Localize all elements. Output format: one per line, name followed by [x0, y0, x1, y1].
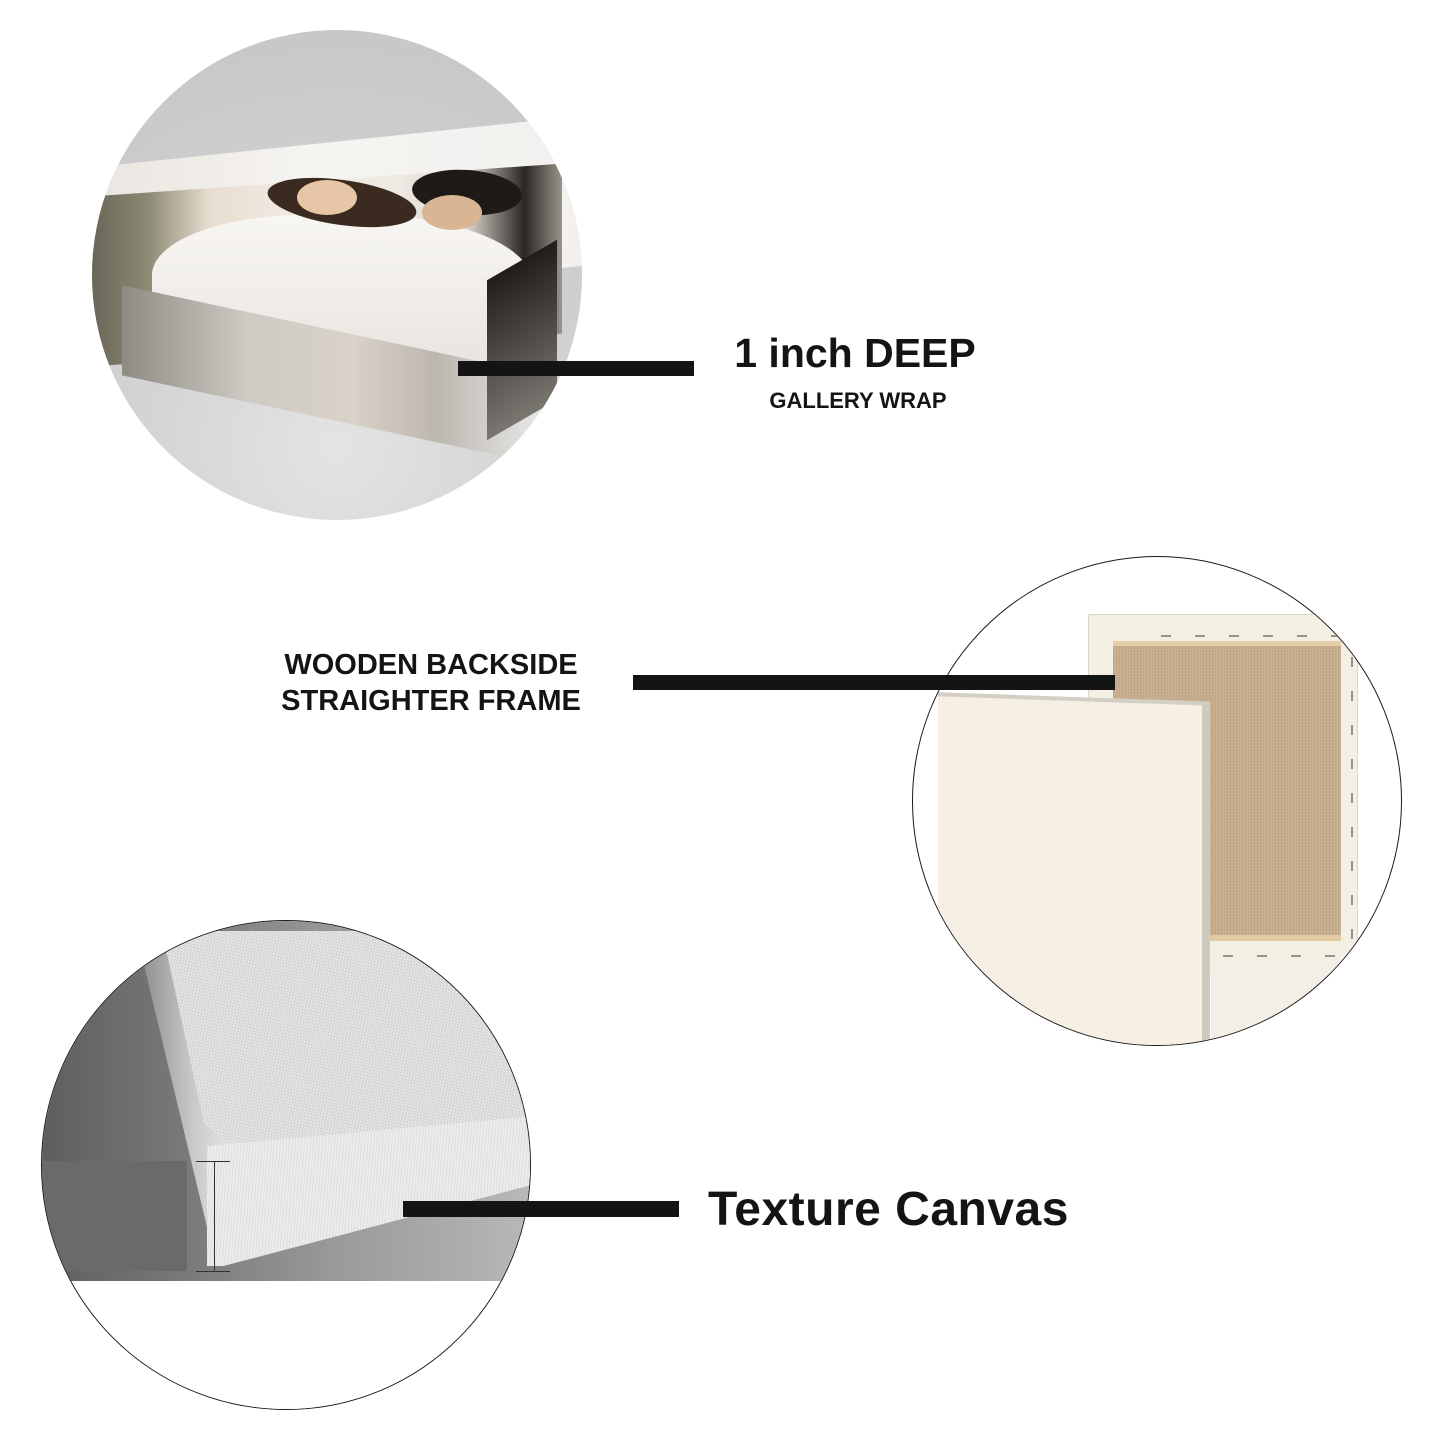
wooden-backside-label-line1: WOODEN BACKSIDE — [284, 649, 578, 681]
staple-row — [1351, 657, 1353, 957]
texture-canvas-title: Texture Canvas — [708, 1183, 1069, 1236]
wooden-backside-photo — [912, 556, 1402, 1046]
connector-line — [403, 1201, 679, 1217]
depth-dimension-tick — [196, 1271, 230, 1272]
depth-dimension-line — [214, 1161, 215, 1271]
gallery-wrap-title: 1 inch DEEP — [734, 330, 976, 376]
staple-row — [1161, 635, 1341, 637]
photo-figure-face — [422, 195, 482, 230]
shadow-block — [42, 1161, 187, 1271]
connector-line — [633, 675, 1115, 690]
wooden-backside-label-line2: STRAIGHTER FRAME — [281, 685, 581, 717]
depth-dimension-tick — [196, 1161, 230, 1162]
connector-line — [458, 361, 694, 376]
floor-surface — [42, 1281, 530, 1409]
floor-surface — [1211, 957, 1401, 1045]
photo-figure-face — [297, 180, 357, 215]
gallery-wrap-photo — [92, 30, 582, 520]
texture-canvas-photo — [41, 920, 531, 1410]
blank-canvas-front — [938, 692, 1210, 1045]
staple-row — [1223, 955, 1363, 957]
gallery-wrap-subtitle: GALLERY WRAP — [769, 388, 947, 413]
